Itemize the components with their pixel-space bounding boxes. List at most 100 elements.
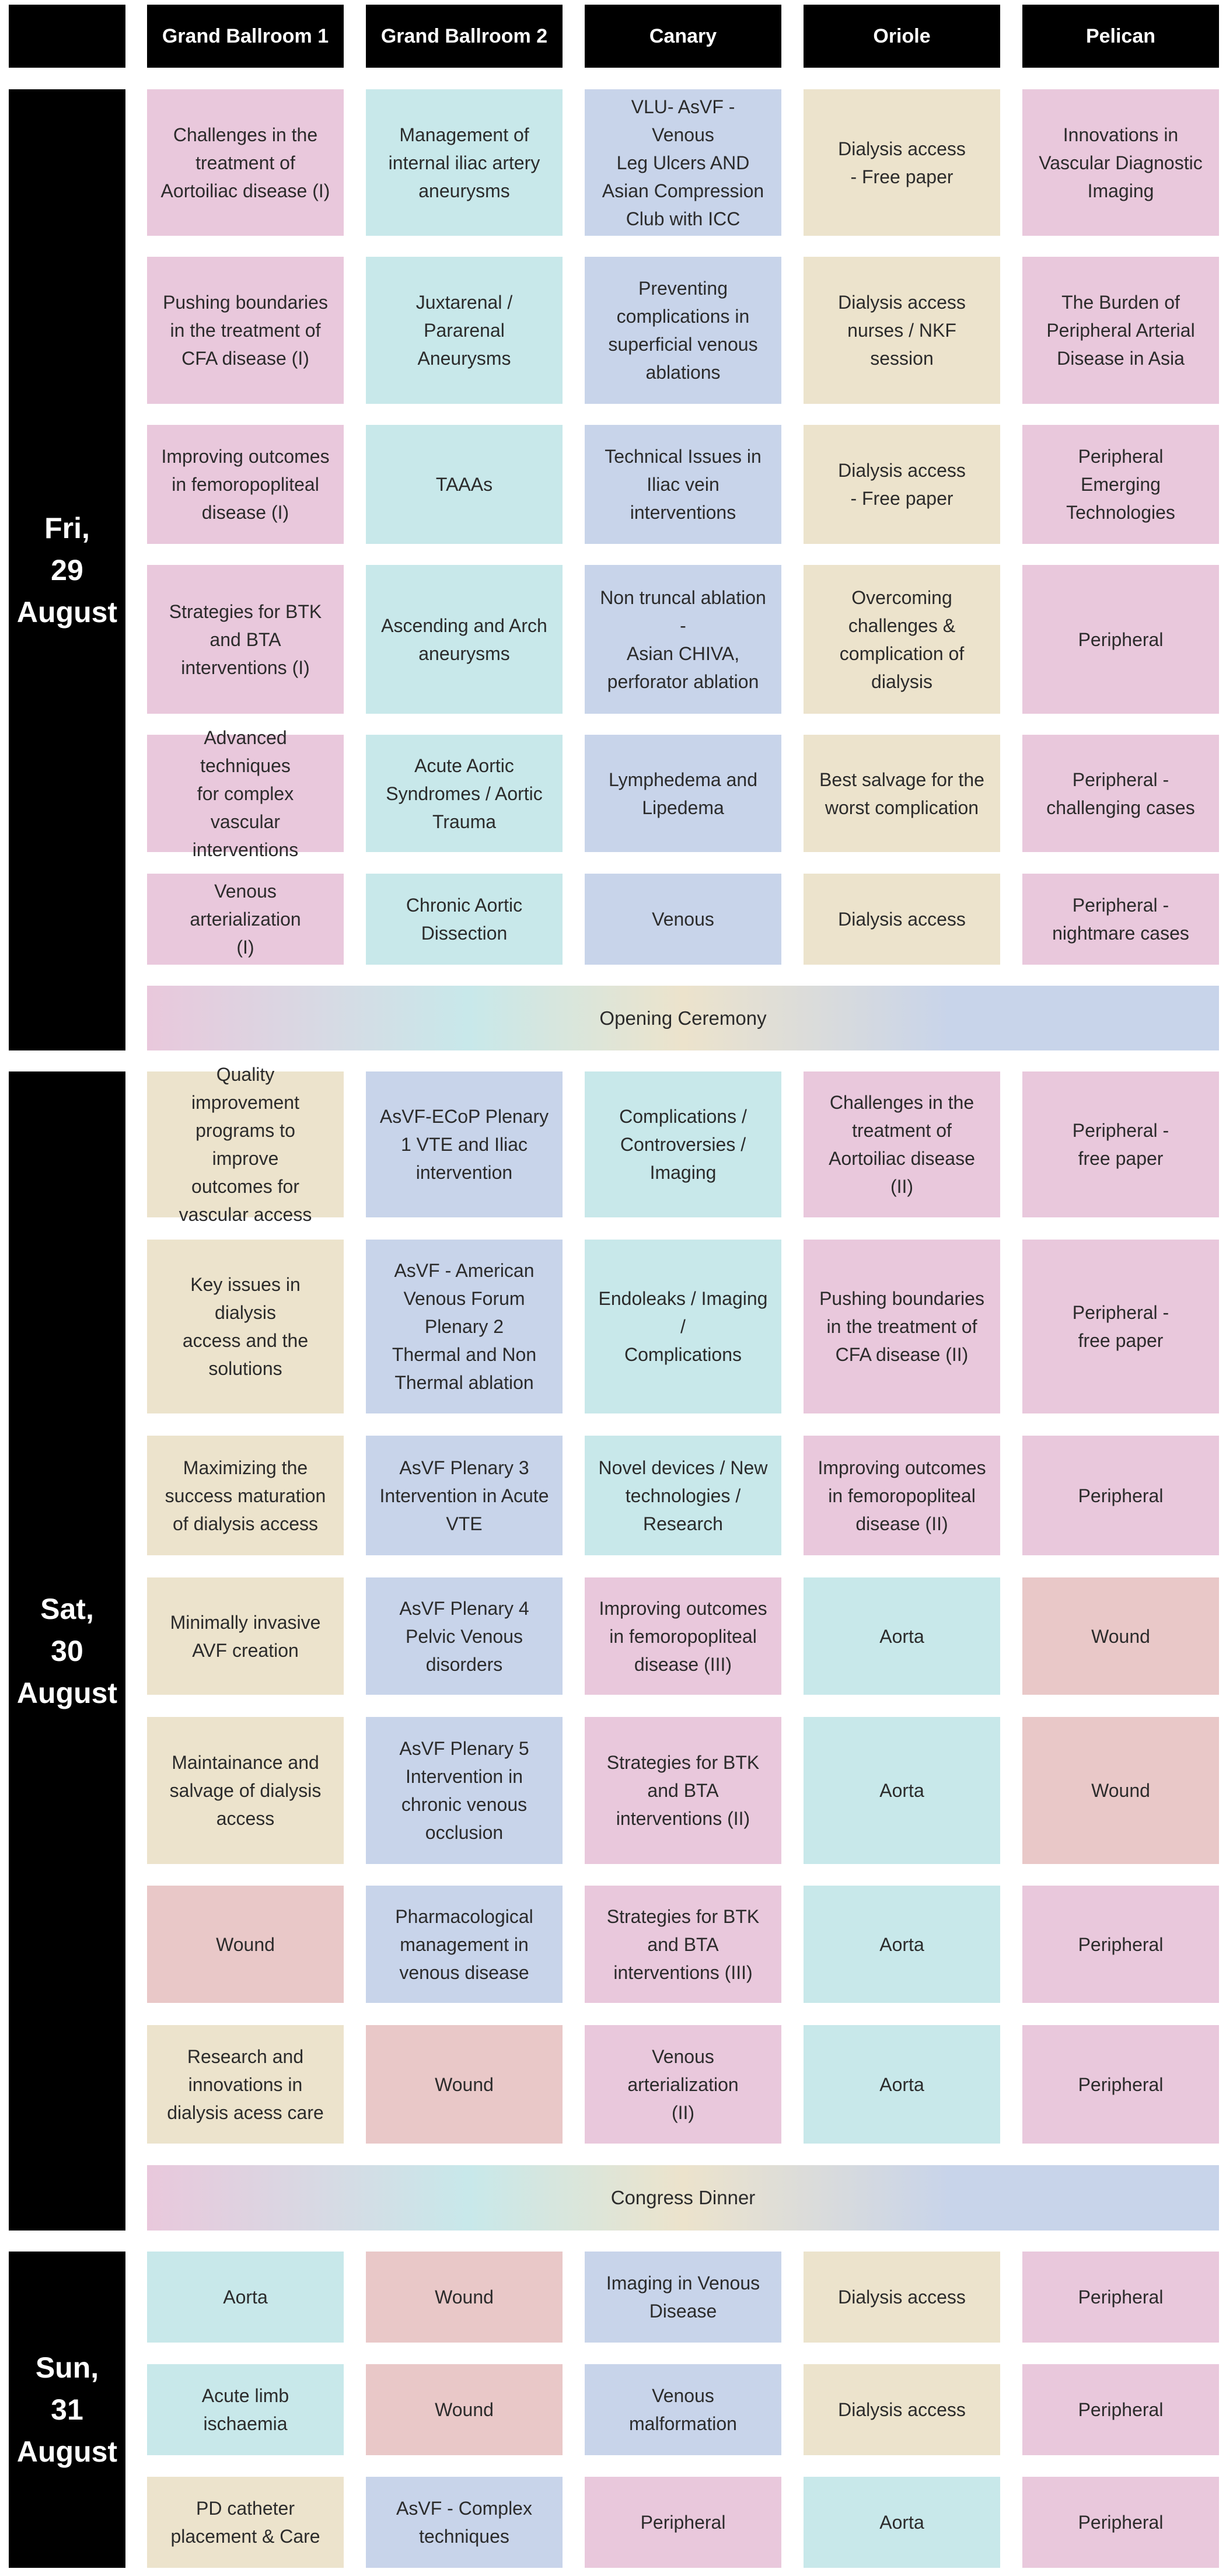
session-cell[interactable]: Dialysis access <box>804 874 1000 965</box>
session-cell[interactable]: AsVF Plenary 4 Pelvic Venous disorders <box>366 1577 563 1695</box>
day-label-line: Fri, <box>44 511 90 544</box>
day-label-line: Sat, <box>40 1593 94 1625</box>
day-label-line: August <box>16 2435 118 2468</box>
session-cell[interactable]: TAAAs <box>366 425 563 544</box>
day-label-line: August <box>16 595 118 629</box>
corner-header <box>9 5 125 68</box>
session-cell[interactable]: Dialysis access <box>804 2364 1000 2455</box>
event-band-fri: Opening Ceremony <box>147 986 1219 1050</box>
session-cell[interactable]: Juxtarenal / Pararenal Aneurysms <box>366 257 563 404</box>
session-cell[interactable]: Venous arterialization (II) <box>585 2025 781 2144</box>
session-cell[interactable]: Wound <box>366 2252 563 2343</box>
day-label-line: 30 <box>51 1635 83 1667</box>
session-cell[interactable]: AsVF - American Venous Forum Plenary 2 T… <box>366 1240 563 1413</box>
session-cell[interactable]: Endoleaks / Imaging / Complications <box>585 1240 781 1413</box>
session-cell[interactable]: Peripheral - nightmare cases <box>1022 874 1219 965</box>
session-cell[interactable]: Improving outcomes in femoropopliteal di… <box>804 1436 1000 1555</box>
session-cell[interactable]: Best salvage for the worst complication <box>804 735 1000 852</box>
session-cell[interactable]: Dialysis access - Free paper <box>804 89 1000 236</box>
session-cell[interactable]: Peripheral <box>1022 2364 1219 2455</box>
column-header-canary: Canary <box>585 5 781 68</box>
session-cell[interactable]: Peripheral <box>1022 2025 1219 2144</box>
session-cell[interactable]: Peripheral - free paper <box>1022 1071 1219 1217</box>
session-cell[interactable]: Strategies for BTK and BTA interventions… <box>585 1886 781 2003</box>
session-cell[interactable]: Acute limb ischaemia <box>147 2364 344 2455</box>
session-cell[interactable]: Ascending and Arch aneurysms <box>366 565 563 714</box>
session-cell[interactable]: Peripheral Emerging Technologies <box>1022 425 1219 544</box>
session-cell[interactable]: AsVF - Complex techniques <box>366 2477 563 2568</box>
day-label-line: August <box>16 1677 118 1709</box>
session-cell[interactable]: Peripheral <box>585 2477 781 2568</box>
session-cell[interactable]: Wound <box>366 2025 563 2144</box>
session-cell[interactable]: Strategies for BTK and BTA interventions… <box>585 1717 781 1864</box>
session-cell[interactable]: Pushing boundaries in the treatment of C… <box>804 1240 1000 1413</box>
session-cell[interactable]: Wound <box>1022 1577 1219 1695</box>
session-cell[interactable]: Aorta <box>804 2477 1000 2568</box>
session-cell[interactable]: Non truncal ablation - Asian CHIVA, perf… <box>585 565 781 714</box>
session-cell[interactable]: Peripheral <box>1022 1886 1219 2003</box>
session-cell[interactable]: Preventing complications in superficial … <box>585 257 781 404</box>
session-cell[interactable]: Novel devices / New technologies / Resea… <box>585 1436 781 1555</box>
session-cell[interactable]: Peripheral <box>1022 2477 1219 2568</box>
session-cell[interactable]: Venous malformation <box>585 2364 781 2455</box>
session-cell[interactable]: Lymphedema and Lipedema <box>585 735 781 852</box>
session-cell[interactable]: Acute Aortic Syndromes / Aortic Trauma <box>366 735 563 852</box>
session-cell[interactable]: Chronic Aortic Dissection <box>366 874 563 965</box>
session-cell[interactable]: Advanced techniques for complex vascular… <box>147 727 344 860</box>
session-cell[interactable]: Maintainance and salvage of dialysis acc… <box>147 1717 344 1864</box>
column-header-grand-ballroom-2: Grand Ballroom 2 <box>366 5 563 68</box>
session-cell[interactable]: Key issues in dialysis access and the so… <box>147 1240 344 1413</box>
session-cell[interactable]: Aorta <box>804 1577 1000 1695</box>
session-cell[interactable]: Strategies for BTK and BTA interventions… <box>147 565 344 714</box>
session-cell[interactable]: Venous arterialization (I) <box>147 874 344 965</box>
column-header-pelican: Pelican <box>1022 5 1219 68</box>
session-cell[interactable]: Aorta <box>804 1717 1000 1864</box>
day-label-line: 31 <box>51 2393 83 2426</box>
session-cell[interactable]: Dialysis access nurses / NKF session <box>804 257 1000 404</box>
session-cell[interactable]: Overcoming challenges & complication of … <box>804 565 1000 714</box>
session-cell[interactable]: Challenges in the treatment of Aortoilia… <box>804 1071 1000 1217</box>
session-cell[interactable]: Pushing boundaries in the treatment of C… <box>147 257 344 404</box>
day-label-line: Sun, <box>35 2351 99 2384</box>
session-cell[interactable]: Peripheral - free paper <box>1022 1240 1219 1413</box>
session-cell[interactable]: Wound <box>1022 1717 1219 1864</box>
event-band-sat: Congress Dinner <box>147 2165 1219 2231</box>
session-cell[interactable]: Peripheral - challenging cases <box>1022 735 1219 852</box>
session-cell[interactable]: Research and innovations in dialysis ace… <box>147 2025 344 2144</box>
session-cell[interactable]: Wound <box>366 2364 563 2455</box>
day-label-line: 29 <box>51 553 83 587</box>
session-cell[interactable]: Aorta <box>147 2252 344 2343</box>
session-cell[interactable]: AsVF Plenary 3 Intervention in Acute VTE <box>366 1436 563 1555</box>
column-header-grand-ballroom-1: Grand Ballroom 1 <box>147 5 344 68</box>
session-cell[interactable]: Aorta <box>804 1886 1000 2003</box>
session-cell[interactable]: Management of internal iliac artery aneu… <box>366 89 563 236</box>
session-cell[interactable]: VLU- AsVF - Venous Leg Ulcers AND Asian … <box>585 89 781 236</box>
session-cell[interactable]: Complications / Controversies / Imaging <box>585 1071 781 1217</box>
session-cell[interactable]: AsVF Plenary 5 Intervention in chronic v… <box>366 1717 563 1864</box>
session-cell[interactable]: Imaging in Venous Disease <box>585 2252 781 2343</box>
session-cell[interactable]: Peripheral <box>1022 2252 1219 2343</box>
session-cell[interactable]: Dialysis access - Free paper <box>804 425 1000 544</box>
session-cell[interactable]: Minimally invasive AVF creation <box>147 1577 344 1695</box>
session-cell[interactable]: Improving outcomes in femoropopliteal di… <box>585 1577 781 1695</box>
session-cell[interactable]: Maximizing the success maturation of dia… <box>147 1436 344 1555</box>
session-cell[interactable]: Peripheral <box>1022 565 1219 714</box>
session-cell[interactable]: Peripheral <box>1022 1436 1219 1555</box>
session-cell[interactable]: Quality improvement programs to improve … <box>147 1064 344 1225</box>
session-cell[interactable]: Innovations in Vascular Diagnostic Imagi… <box>1022 89 1219 236</box>
session-cell[interactable]: Technical Issues in Iliac vein intervent… <box>585 425 781 544</box>
column-header-oriole: Oriole <box>804 5 1000 68</box>
session-cell[interactable]: Aorta <box>804 2025 1000 2144</box>
session-cell[interactable]: PD catheter placement & Care <box>147 2477 344 2568</box>
session-cell[interactable]: Venous <box>585 874 781 965</box>
session-cell[interactable]: Dialysis access <box>804 2252 1000 2343</box>
session-cell[interactable]: Challenges in the treatment of Aortoilia… <box>147 89 344 236</box>
session-cell[interactable]: AsVF-ECoP Plenary 1 VTE and Iliac interv… <box>366 1071 563 1217</box>
session-cell[interactable]: Wound <box>147 1886 344 2003</box>
session-cell[interactable]: Improving outcomes in femoropopliteal di… <box>147 425 344 544</box>
session-cell[interactable]: The Burden of Peripheral Arterial Diseas… <box>1022 257 1219 404</box>
session-cell[interactable]: Pharmacological management in venous dis… <box>366 1886 563 2003</box>
